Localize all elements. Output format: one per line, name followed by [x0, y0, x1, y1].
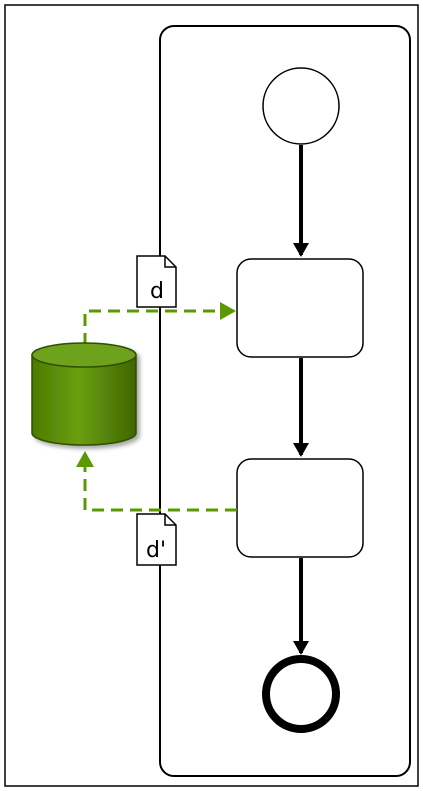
document-fold — [164, 256, 176, 268]
task-1[interactable] — [236, 258, 364, 358]
pool-lane[interactable] — [159, 25, 411, 777]
data-input-association[interactable] — [83, 302, 236, 345]
end-event[interactable] — [262, 655, 340, 733]
data-object-input[interactable]: d — [136, 255, 177, 308]
start-event[interactable] — [262, 67, 340, 145]
data-object-output[interactable]: d' — [136, 513, 177, 566]
document-icon — [136, 255, 177, 308]
data-output-association[interactable] — [76, 451, 237, 512]
data-object-output-label: d' — [146, 538, 166, 563]
data-object-input-label: d — [150, 279, 164, 304]
task-2[interactable] — [236, 458, 364, 558]
data-store-icon[interactable] — [31, 342, 137, 446]
document-fold — [164, 514, 176, 526]
document-icon — [136, 513, 177, 566]
